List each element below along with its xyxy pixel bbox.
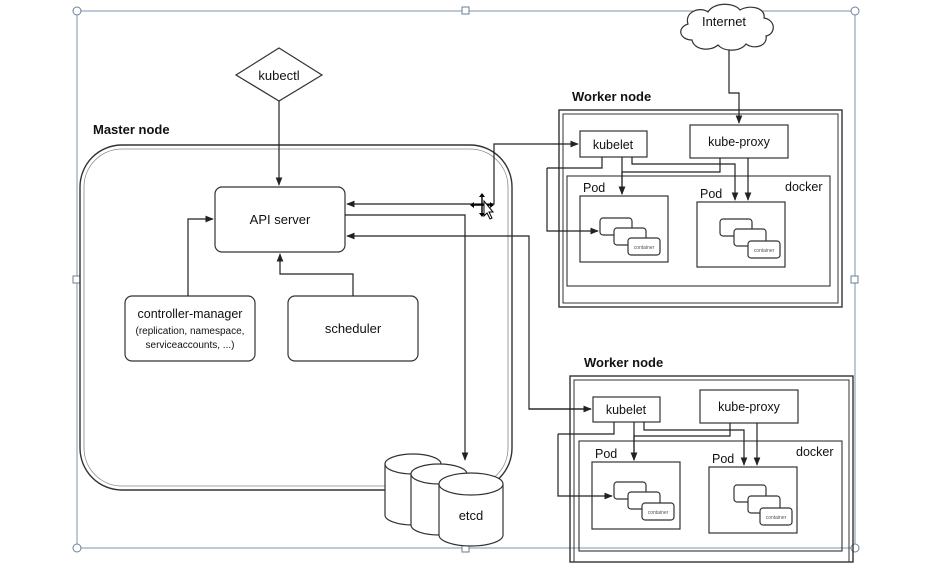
controller-manager-detail: serviceaccounts, ...) — [146, 340, 235, 351]
pod-box[interactable]: Pod container — [579, 181, 669, 263]
pod-label: Pod — [712, 452, 734, 466]
docker-label: docker — [796, 445, 834, 459]
internet-label: Internet — [702, 14, 746, 29]
resize-handle[interactable] — [72, 6, 82, 16]
pod-box[interactable]: Pod container — [708, 452, 798, 534]
controller-manager-detail: (replication, namespace, — [136, 326, 245, 337]
resize-handle[interactable] — [850, 6, 860, 16]
internet-cloud[interactable]: Internet — [680, 3, 774, 51]
pod-label: Pod — [583, 181, 605, 195]
connectors — [187, 50, 761, 500]
container-stack: container — [733, 484, 793, 526]
scheduler-box[interactable]: scheduler — [287, 295, 419, 362]
kubelet-box[interactable]: kubelet — [592, 396, 661, 423]
resize-handle[interactable] — [72, 543, 82, 553]
pod-label: Pod — [595, 447, 617, 461]
kubelet-box[interactable]: kubelet — [579, 130, 648, 158]
worker-node-1[interactable]: Worker node kubelet kube-proxy docker Po… — [558, 89, 843, 308]
kube-proxy-label: kube-proxy — [718, 400, 781, 414]
container-label: container — [634, 245, 655, 251]
master-node-box[interactable] — [79, 144, 513, 491]
move-cursor-icon — [470, 193, 495, 220]
pod-label: Pod — [700, 187, 722, 201]
pod-box[interactable]: Pod container — [591, 447, 681, 530]
docker-label: docker — [785, 180, 823, 194]
container-stack: container — [599, 217, 661, 256]
pod-box[interactable]: Pod container — [696, 187, 786, 268]
kubectl-shape[interactable]: kubectl — [234, 47, 324, 102]
master-node-label: Master node — [93, 122, 170, 137]
kube-proxy-label: kube-proxy — [708, 135, 771, 149]
container-label: container — [766, 515, 787, 521]
resize-handle[interactable] — [461, 6, 470, 15]
worker-node-label: Worker node — [572, 89, 651, 104]
resize-handle[interactable] — [850, 275, 859, 284]
api-server-label: API server — [250, 212, 311, 227]
resize-handle[interactable] — [850, 543, 860, 553]
api-server-box[interactable]: API server — [214, 186, 346, 253]
kubelet-label: kubelet — [606, 403, 647, 417]
worker-node-label: Worker node — [584, 355, 663, 370]
kubelet-label: kubelet — [593, 138, 634, 152]
controller-manager-label: controller-manager — [138, 307, 243, 321]
etcd-shape[interactable]: etcd — [384, 453, 504, 547]
container-stack: container — [613, 481, 675, 521]
master-node-box-inner — [83, 148, 509, 487]
container-label: container — [648, 510, 669, 516]
kube-proxy-box[interactable]: kube-proxy — [699, 389, 799, 424]
resize-handle[interactable] — [72, 275, 81, 284]
scheduler-label: scheduler — [325, 321, 382, 336]
kubectl-label: kubectl — [258, 68, 299, 83]
worker-node-2[interactable]: Worker node kubelet kube-proxy docker Po… — [569, 355, 854, 563]
controller-manager-box[interactable]: controller-manager (replication, namespa… — [124, 295, 256, 362]
etcd-label: etcd — [459, 508, 484, 523]
kube-proxy-box[interactable]: kube-proxy — [689, 124, 789, 159]
container-label: container — [754, 248, 775, 254]
container-stack: container — [719, 218, 781, 259]
